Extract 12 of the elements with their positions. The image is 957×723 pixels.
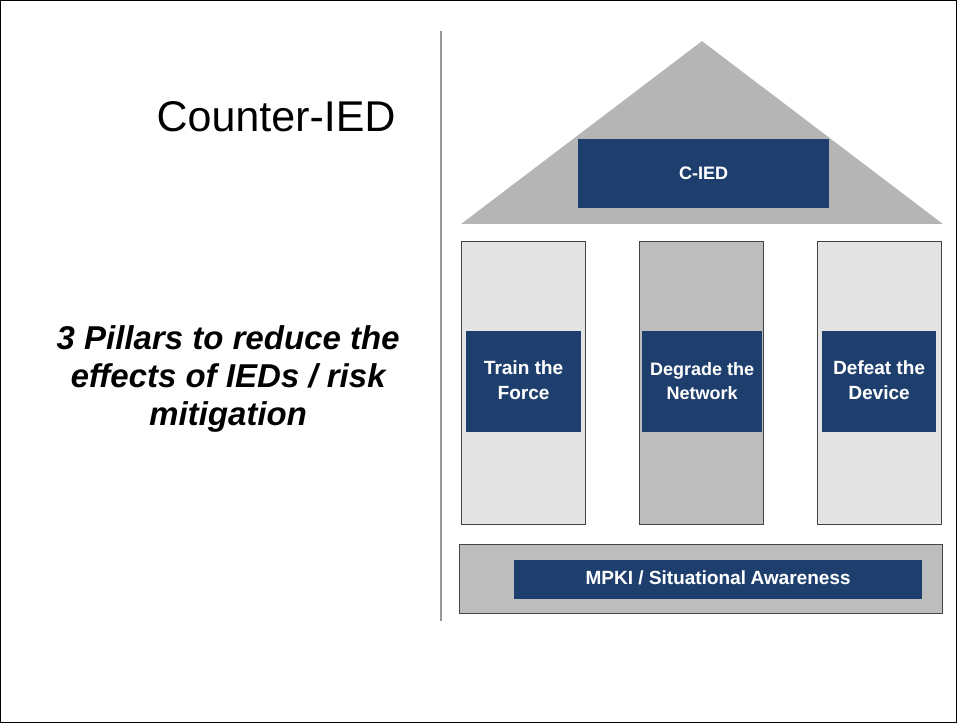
label-box: MPKI / Situational Awareness bbox=[514, 560, 922, 599]
roof-triangle bbox=[461, 41, 943, 224]
base-bar bbox=[459, 544, 943, 614]
label-box: C-IED bbox=[578, 139, 829, 208]
subtitle-text: 3 Pillars to reduce the effects of IEDs / risk mitigation bbox=[56, 319, 400, 433]
pillar-panel bbox=[639, 241, 764, 525]
pillar-panel bbox=[817, 241, 942, 525]
label-box: Train the Force bbox=[466, 331, 581, 432]
label-box: Degrade the Network bbox=[642, 331, 762, 432]
label-box: Defeat the Device bbox=[822, 331, 936, 432]
pillar-panel bbox=[461, 241, 586, 525]
title: Counter-IED bbox=[156, 93, 396, 142]
